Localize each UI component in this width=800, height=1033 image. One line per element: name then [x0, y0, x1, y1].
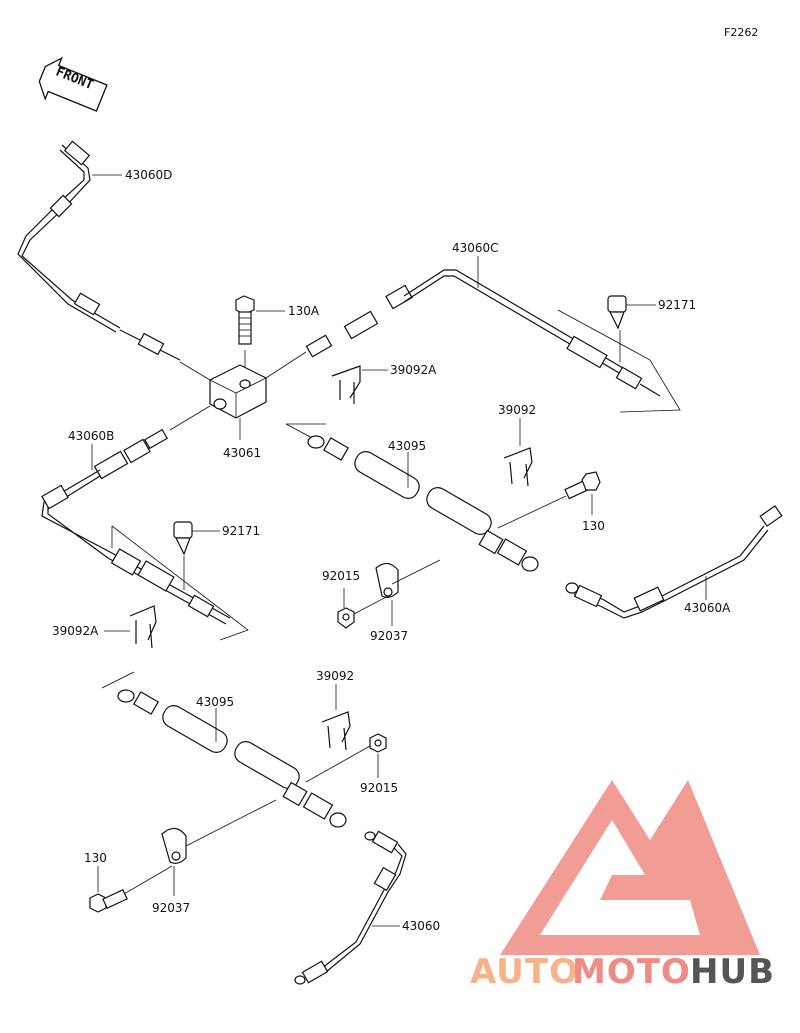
- label-39092-low: 39092: [316, 669, 354, 683]
- brake-pipe-43060D: [17, 140, 181, 361]
- clamp-39092-mid-icon: [503, 447, 533, 487]
- watermark-brand-1: AUTO: [470, 952, 579, 992]
- clamp-92037-low-icon: [161, 827, 187, 864]
- label-92015-mid: 92015: [322, 569, 360, 583]
- brake-pipe-43060: [294, 830, 407, 985]
- label-43060A: 43060A: [684, 601, 731, 615]
- label-39092A-top: 39092A: [390, 363, 437, 377]
- watermark-logo-icon: [500, 780, 760, 955]
- label-43060B: 43060B: [68, 429, 114, 443]
- brake-pipe-43060A: [565, 505, 783, 619]
- joint-block-43061: [209, 364, 267, 419]
- label-39092A-left: 39092A: [52, 624, 99, 638]
- diagram-code: F2262: [724, 26, 758, 39]
- label-43095-low: 43095: [196, 695, 234, 709]
- clamp-39092-low-icon: [321, 711, 351, 751]
- label-92037-low: 92037: [152, 901, 190, 915]
- bolt-130A-icon: [235, 295, 255, 345]
- label-43061: 43061: [223, 446, 261, 460]
- brake-hose-43095-low: [101, 671, 347, 828]
- front-arrow-icon: [38, 56, 108, 112]
- label-130-low: 130: [84, 851, 107, 865]
- brake-pipe-43060C: [305, 269, 661, 397]
- label-43095-mid: 43095: [388, 439, 426, 453]
- label-43060: 43060: [402, 919, 440, 933]
- label-92171-top: 92171: [658, 298, 696, 312]
- bolt-130-low-icon: [89, 889, 128, 913]
- brake-pipe-43060B: [41, 428, 231, 625]
- label-92171-left: 92171: [222, 524, 260, 538]
- clip-92171-top-icon: [607, 295, 627, 330]
- clip-92171-left-icon: [173, 521, 193, 556]
- watermark-brand-3: HUB: [690, 952, 775, 992]
- label-39092-mid: 39092: [498, 403, 536, 417]
- label-43060C: 43060C: [452, 241, 499, 255]
- label-92015-low: 92015: [360, 781, 398, 795]
- label-130-mid: 130: [582, 519, 605, 533]
- bolt-130-mid-icon: [564, 471, 601, 500]
- watermark-brand-2: MOTO: [572, 952, 691, 992]
- label-43060D: 43060D: [125, 168, 172, 182]
- clamp-39092A-top-icon: [331, 365, 361, 404]
- clamp-39092A-left-icon: [129, 605, 157, 649]
- clamp-92037-mid-icon: [375, 562, 399, 598]
- brake-hose-43095-mid: [285, 423, 539, 572]
- nut-92015-mid-icon: [337, 607, 355, 629]
- label-130A: 130A: [288, 304, 320, 318]
- label-92037-mid: 92037: [370, 629, 408, 643]
- nut-92015-low-icon: [369, 733, 387, 753]
